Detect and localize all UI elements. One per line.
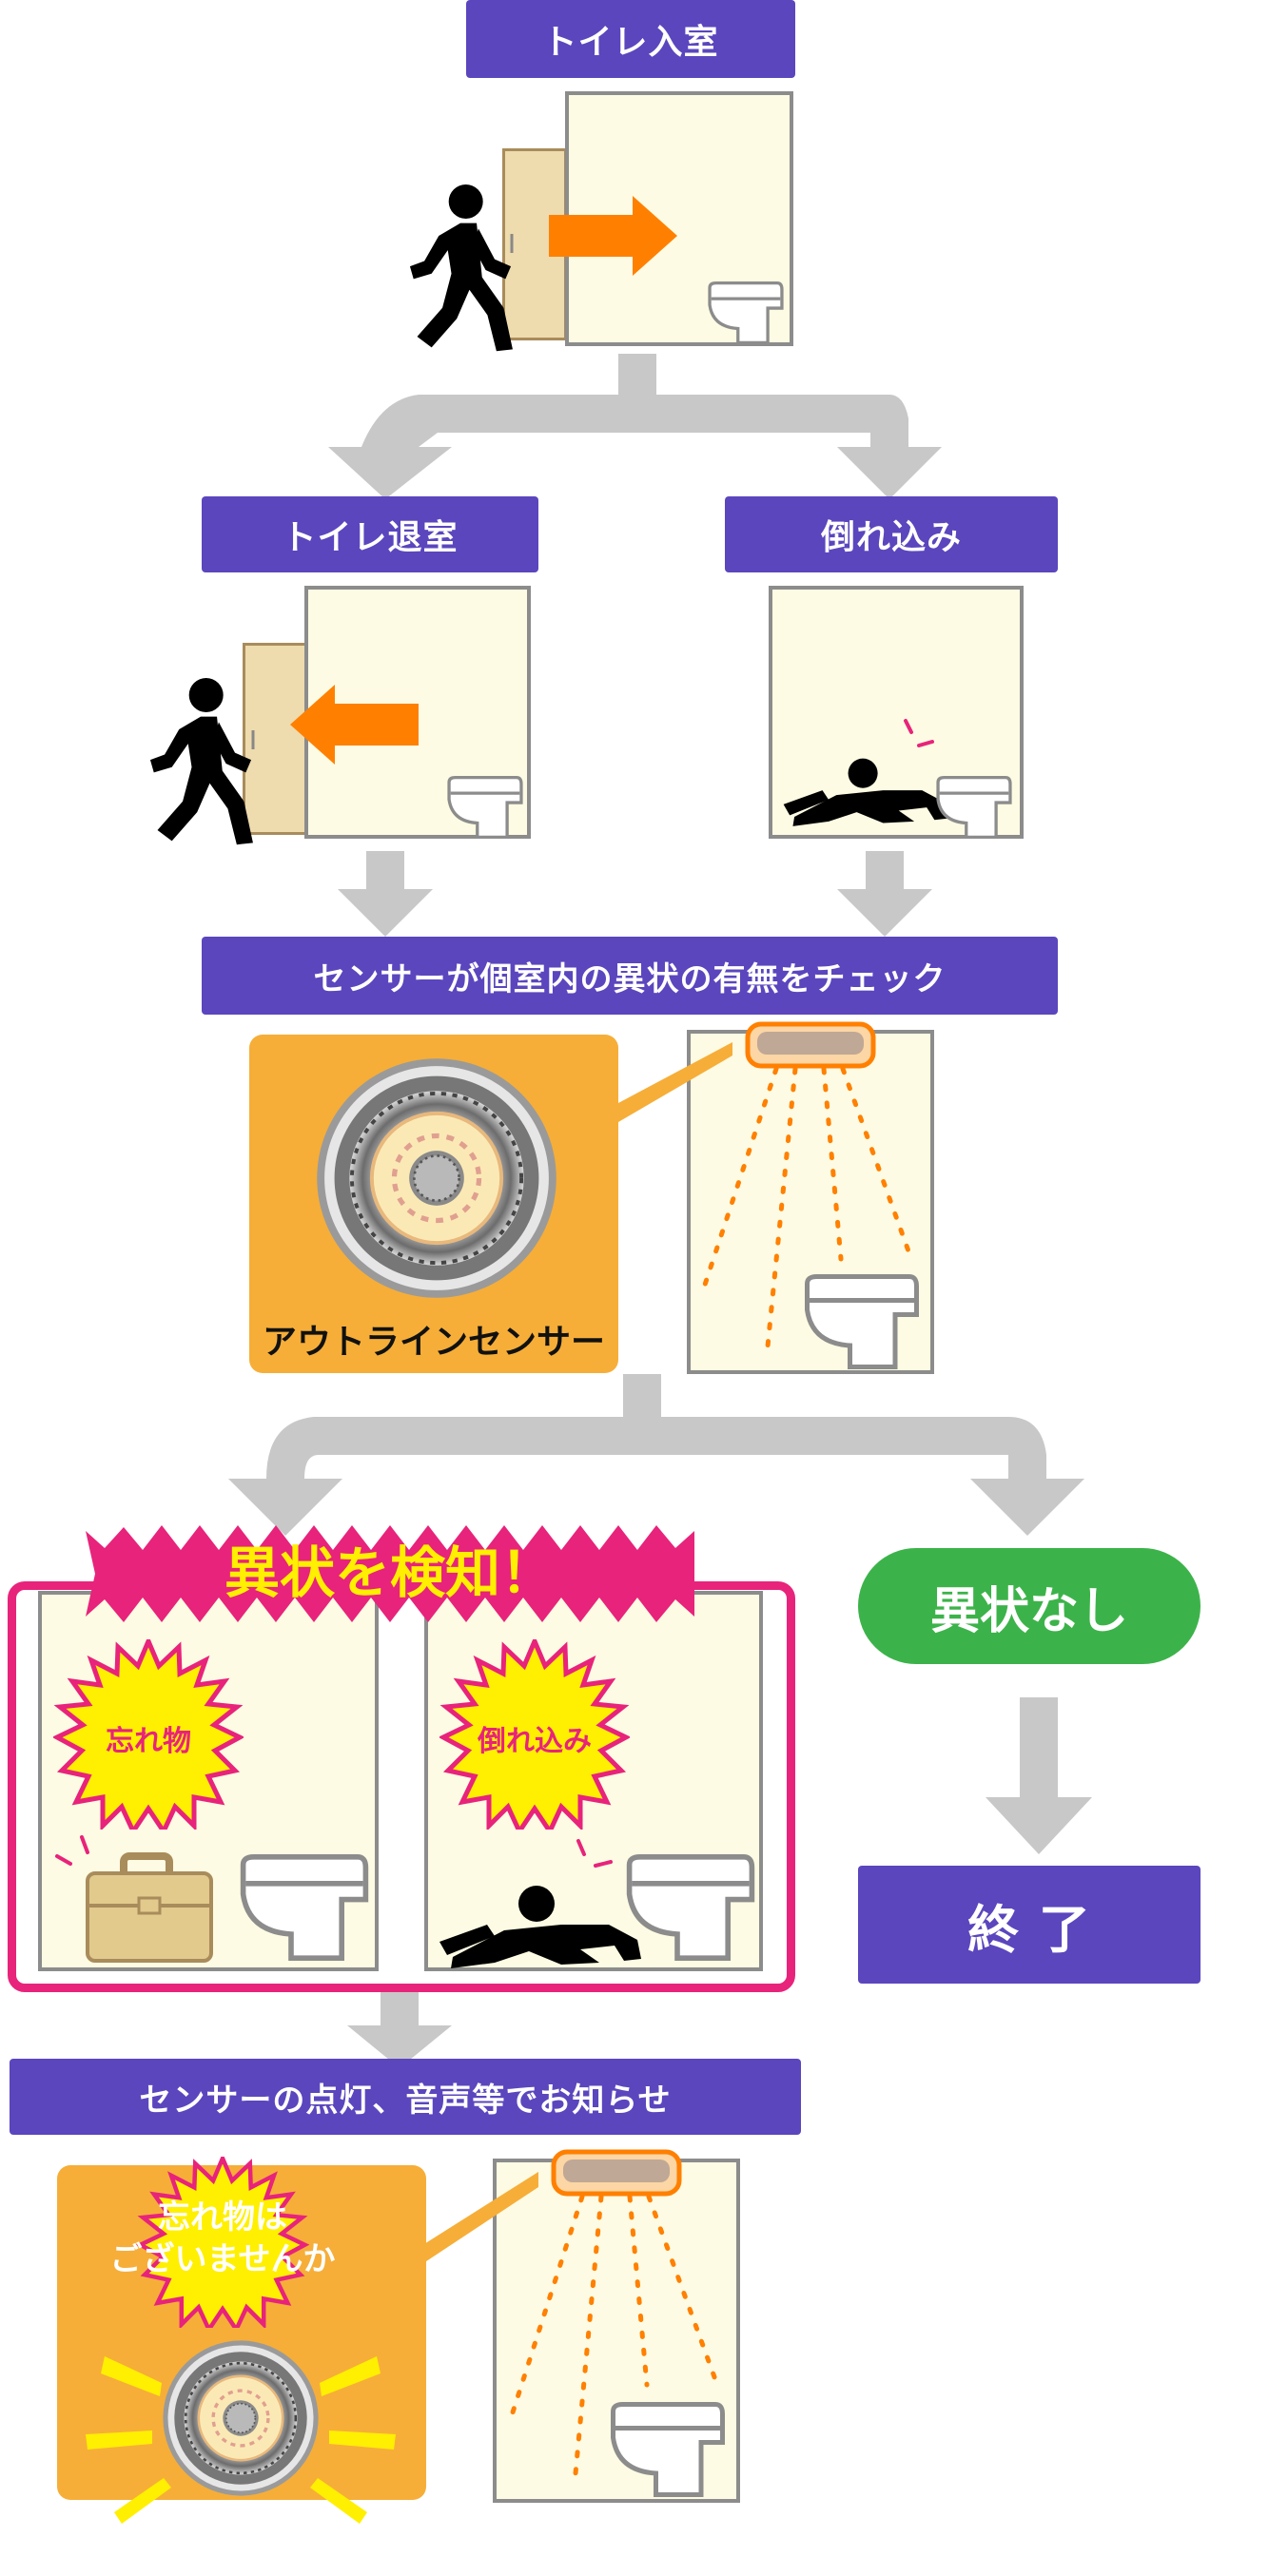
collapsed-person-icon <box>439 1886 641 1968</box>
label-exit: トイレ退室 <box>202 496 538 572</box>
toilet-icon <box>808 1277 917 1367</box>
label-check: センサーが個室内の異状の有無をチェック <box>202 937 1058 1015</box>
toilet-icon <box>447 776 523 839</box>
label-collapse: 倒れ込み <box>725 496 1058 572</box>
toilet-icon <box>244 1857 366 1958</box>
briefcase-icon <box>86 1852 213 1963</box>
label-end: 終 了 <box>858 1866 1201 1984</box>
sensor-name: アウトラインセンサー <box>262 1323 605 1362</box>
toilet-icon <box>614 2405 723 2495</box>
sensor-icon <box>161 2338 321 2498</box>
voice-message-line2: ございませんか <box>109 2240 336 2278</box>
down-arrow-collapse <box>837 851 932 937</box>
split-arrow-top <box>328 354 942 499</box>
walking-person-icon <box>149 677 253 845</box>
label-notify: センサーの点灯、音声等でお知らせ <box>10 2059 801 2135</box>
toilet-icon <box>708 281 784 344</box>
detection-banner <box>86 1525 694 1622</box>
detection-title: 異状を検知！ <box>224 1540 556 1605</box>
no-anomaly-pill: 異状なし <box>858 1548 1201 1664</box>
collapsed-person-icon <box>783 758 949 826</box>
toilet-icon <box>630 1857 752 1958</box>
label-enter: トイレ入室 <box>466 0 795 78</box>
down-arrow-notify <box>347 1976 452 2068</box>
voice-message-line1: 忘れ物は <box>158 2198 287 2237</box>
walking-person-icon <box>409 184 513 352</box>
down-arrow-exit <box>338 851 433 937</box>
toilet-icon <box>936 776 1012 839</box>
sensor-icon <box>317 1058 556 1298</box>
split-arrow-second <box>228 1374 1084 1536</box>
forgotten-badge: 忘れ物 <box>106 1725 191 1758</box>
down-arrow-end <box>986 1697 1092 1854</box>
orange-arrow-left <box>290 685 419 765</box>
orange-arrow-right <box>549 196 677 276</box>
collapse-badge: 倒れ込み <box>478 1725 592 1758</box>
